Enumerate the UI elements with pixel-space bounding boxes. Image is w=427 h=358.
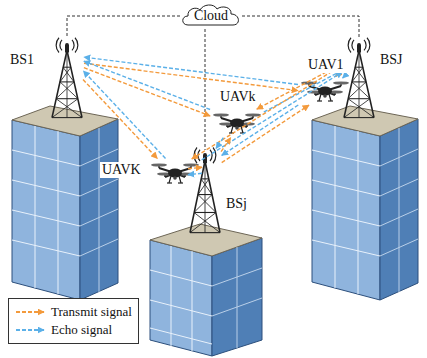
- legend-sample: [15, 325, 45, 335]
- station-label: BSJ: [378, 52, 405, 68]
- uav-label: UAVk: [218, 89, 258, 105]
- node-label: Cloud: [194, 8, 228, 24]
- echo-signal: [188, 173, 202, 174]
- station-label: BS1: [8, 52, 36, 68]
- transmit-signal: [83, 80, 157, 159]
- backhaul-link: [205, 29, 206, 150]
- echo-signal: [84, 61, 210, 109]
- legend-text: Transmit signal: [51, 304, 132, 320]
- legend-box: Transmit signalEcho signal: [8, 298, 139, 344]
- backhaul-link: [67, 16, 180, 38]
- cloud-shape: [183, 5, 239, 25]
- base-station: BSj: [190, 150, 220, 190]
- uav-node: UAVK: [150, 160, 200, 186]
- echo-signal: [216, 138, 223, 149]
- legend-row: Transmit signal: [15, 303, 132, 321]
- base-station: BS1: [52, 38, 82, 78]
- station-label: BSj: [224, 196, 249, 212]
- base-station: BSJ: [344, 38, 374, 78]
- transmit-signal: [84, 63, 298, 90]
- uav-label: UAV1: [306, 57, 346, 73]
- transmit-signal: [222, 105, 309, 163]
- legend-text: Echo signal: [51, 322, 112, 338]
- backhaul-link: [242, 16, 359, 38]
- cloud-node: Cloud: [180, 3, 242, 29]
- uav-label: UAVK: [100, 162, 143, 178]
- uav-node: UAVk: [212, 110, 262, 136]
- uav-node: UAV1: [300, 78, 350, 104]
- echo-signal: [84, 57, 298, 84]
- echo-signal: [202, 72, 343, 160]
- transmit-signal: [188, 167, 202, 168]
- legend-row: Echo signal: [15, 321, 132, 339]
- echo-signal: [83, 71, 165, 159]
- echo-signal: [222, 105, 299, 155]
- transmit-signal: [192, 65, 342, 159]
- echo-signal: [343, 77, 345, 79]
- legend-sample: [15, 307, 45, 317]
